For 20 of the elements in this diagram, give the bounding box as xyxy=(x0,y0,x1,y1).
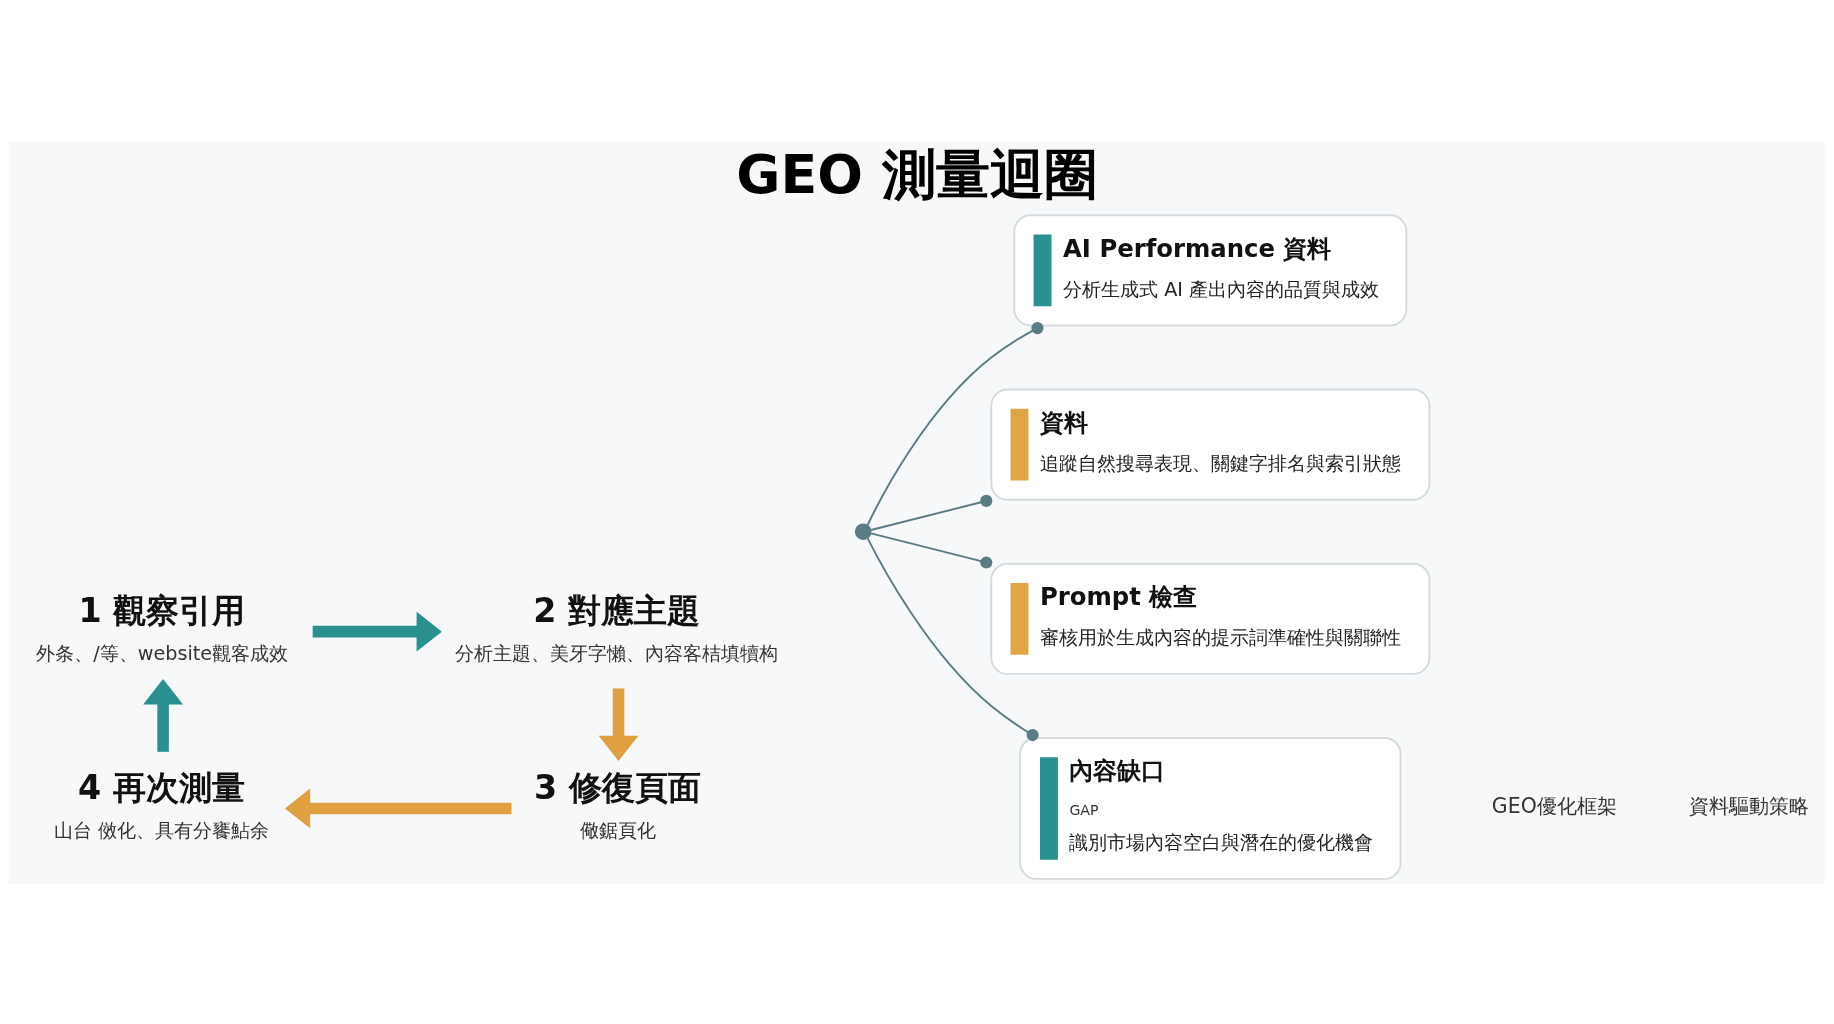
connector xyxy=(870,531,993,569)
node-text: 2 對應主題 分析主題、美牙字懶、內容客桔填犢构 xyxy=(454,590,778,665)
node-box: AI Performance 資料 分析生成式 AI 產出內容的品質與成效 xyxy=(1013,213,1408,326)
arrow xyxy=(598,687,639,761)
node-box: 資料 追蹤自然搜尋表現、關鍵字排名與索引狀態 xyxy=(990,388,1431,501)
connector xyxy=(866,536,1039,741)
arrow xyxy=(284,787,512,828)
diagram-title: GEO 測量迴圈 xyxy=(736,142,1098,206)
label: 資料驅動策略 xyxy=(1689,793,1810,818)
connector xyxy=(866,321,1044,526)
arrow xyxy=(312,611,442,652)
node-circle xyxy=(854,522,872,540)
node-text: 1 觀察引用 外条、/等、website觀客成效 xyxy=(36,590,289,665)
connector xyxy=(870,494,993,531)
arrow xyxy=(143,678,184,752)
node-text: 4 再次測量 山台 傚化、具有分饔鮎余 xyxy=(54,767,270,842)
label: GEO優化框架 xyxy=(1491,793,1617,818)
node-text: 3 修復頁面 儆鋸頁化 xyxy=(533,767,701,842)
node-box: 內容缺口 GAP 識別市場內容空白與潛在的優化機會 xyxy=(1019,736,1402,880)
node-box: Prompt 檢查 審核用於生成內容的提示詞準確性與關聯性 xyxy=(990,562,1431,675)
